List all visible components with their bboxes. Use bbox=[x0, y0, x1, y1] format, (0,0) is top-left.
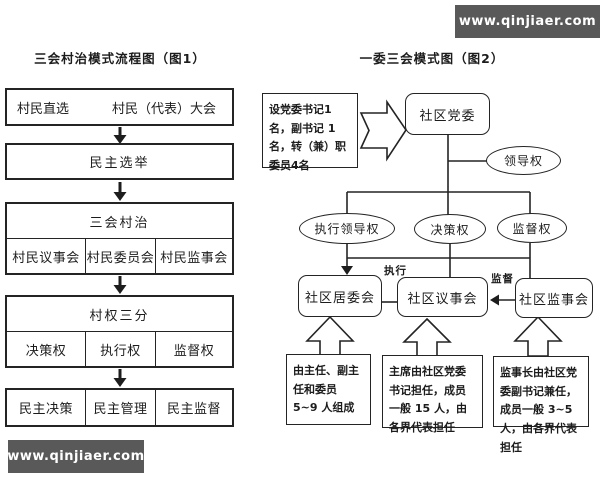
supervision-power-ellipse: 监督权 bbox=[497, 213, 567, 243]
watermark-bottom: www.qinjiaer.com bbox=[7, 440, 144, 473]
democratic-election-box: 民主选举 bbox=[5, 143, 234, 180]
democratic-decision-cell: 民主决策 bbox=[18, 402, 73, 417]
democratic-supervision-cell: 民主监督 bbox=[155, 390, 232, 425]
executive-leadership-ellipse: 执行领导权 bbox=[299, 213, 395, 244]
watermark-top: www.qinjiaer.com bbox=[455, 5, 600, 38]
council-note-box: 主席由社区党委书记担任，成员一般 15 人，由各界代表担任 bbox=[382, 355, 483, 434]
arrowheads bbox=[341, 266, 499, 306]
block-arrow-right bbox=[359, 99, 407, 162]
residents-committee-note-box: 由主任、副主任和委员 5~9 人组成 bbox=[286, 354, 371, 425]
village-power-box: 村权三分 决策权 执行权 监督权 bbox=[5, 295, 234, 368]
villager-council-cell: 村民议事会 bbox=[12, 251, 80, 266]
community-supervisory-board-box: 社区监事会 bbox=[515, 278, 593, 318]
villager-committee-cell: 村民委员会 bbox=[85, 239, 155, 274]
leadership-power-ellipse: 领导权 bbox=[486, 146, 561, 175]
executive-power-cell: 执行权 bbox=[85, 332, 155, 367]
community-council-box: 社区议事会 bbox=[397, 277, 488, 317]
three-meetings-header: 三会村治 bbox=[7, 204, 232, 239]
decision-power-ellipse: 决策权 bbox=[414, 214, 486, 244]
party-staffing-note-box: 设党委书记1名，副书记 1 名，转（兼）职委员4名 bbox=[262, 93, 358, 172]
villagers-congress-label: 村民（代表）大会 bbox=[111, 101, 216, 117]
villagers-assembly-box: 村民直选 村民（代表）大会 bbox=[5, 88, 234, 126]
three-meetings-box: 三会村治 村民议事会 村民委员会 村民监事会 bbox=[5, 202, 234, 275]
community-residents-committee-box: 社区居委会 bbox=[298, 275, 382, 317]
execute-edge-label: 执行 bbox=[384, 265, 407, 277]
right-chart-title: 一委三会模式图（图2） bbox=[359, 51, 505, 66]
supervise-edge-label: 监督 bbox=[491, 273, 514, 285]
community-party-committee-box: 社区党委 bbox=[405, 93, 490, 135]
villager-supervisory-cell: 村民监事会 bbox=[155, 239, 232, 274]
direct-election-label: 村民直选 bbox=[17, 101, 70, 117]
village-power-header: 村权三分 bbox=[7, 297, 232, 332]
supervision-power-cell: 监督权 bbox=[155, 332, 232, 367]
democracy-box: 民主决策 民主管理 民主监督 bbox=[5, 388, 234, 427]
democratic-management-cell: 民主管理 bbox=[85, 390, 155, 425]
left-chart-title: 三会村治模式流程图（图1） bbox=[34, 51, 206, 66]
decision-power-cell: 决策权 bbox=[25, 344, 67, 359]
supervisory-board-note-box: 监事长由社区党委副书记兼任，成员一般 3~5 人，由各界代表担任 bbox=[493, 356, 589, 454]
